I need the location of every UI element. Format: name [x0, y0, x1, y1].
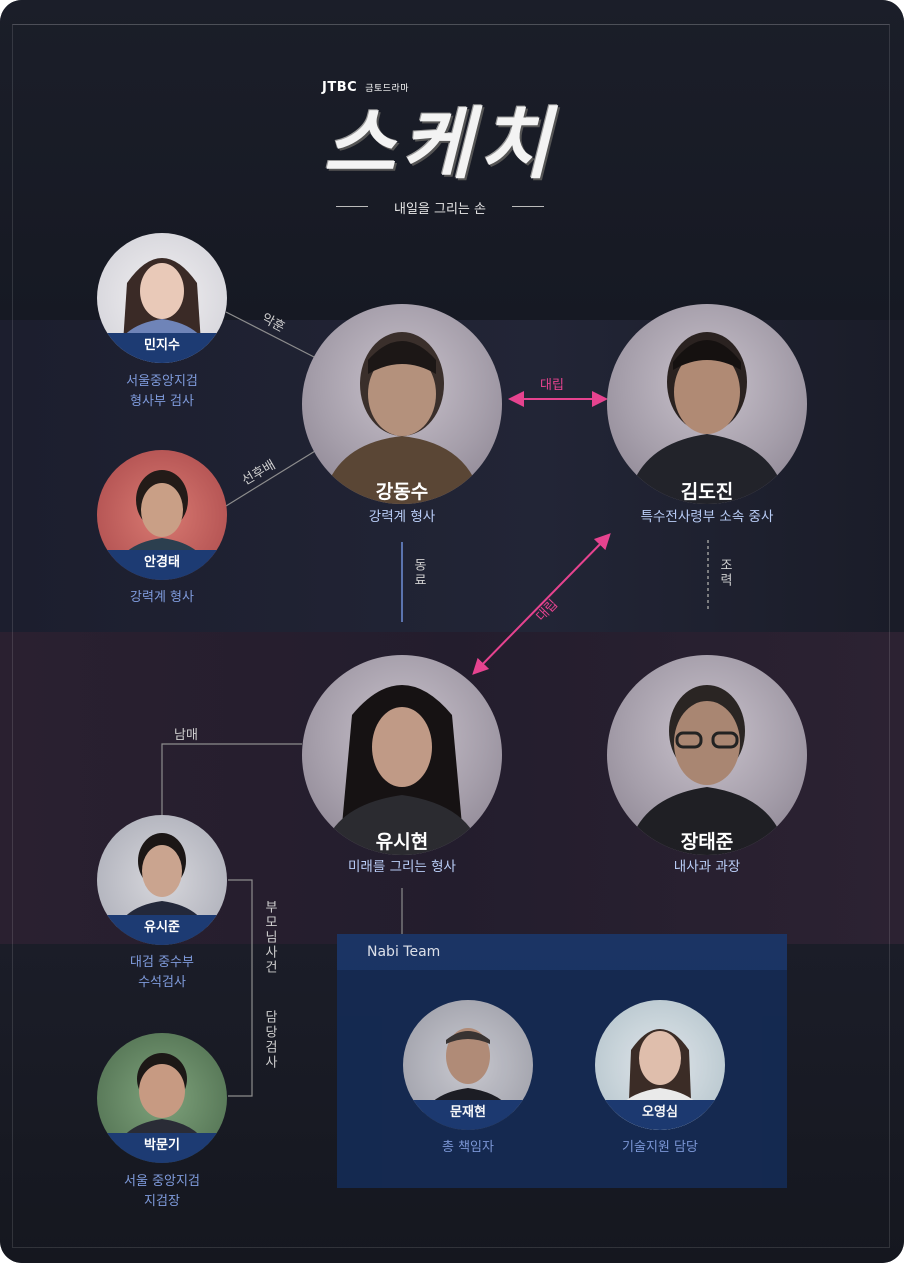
label-siblings: 남매: [174, 728, 198, 743]
line-siblings: [161, 743, 302, 826]
name-park-mungi: 박문기: [97, 1133, 227, 1163]
nabi-team-box: Nabi Team 문재현 총 책임자 오영심 기술지원 담당: [337, 934, 787, 1188]
person-silhouette-icon: [322, 332, 482, 504]
caption-park-mungi: 서울 중앙지검 지검장: [97, 1172, 227, 1212]
portrait-jang-taejun: [607, 655, 807, 855]
caption-min-jisu: 서울중앙지검 형사부 검사: [97, 372, 227, 412]
name-ahn-kyungtae: 안경태: [97, 550, 227, 580]
caption-moon-jaehyun: 총 책임자: [442, 1140, 494, 1155]
caption-min-jisu-line1: 서울중앙지검: [126, 374, 198, 389]
portrait-kim-dojin: [607, 304, 807, 504]
nabi-team-header: [337, 934, 787, 970]
name-kang-dongsu: 강동수: [375, 481, 429, 503]
plate-kang-dongsu: 강동수 강력계 형사: [302, 478, 502, 536]
drama-tagline: 내일을 그리는 손: [330, 198, 550, 217]
arrow-rivalry-diag: [472, 533, 611, 675]
portrait-ahn-kyungtae: 안경태: [97, 450, 227, 580]
caption-oh-youngsim: 기술지원 담당: [622, 1140, 698, 1155]
caption-ahn-kyungtae: 강력계 형사: [97, 588, 227, 608]
role-kang-dongsu: 강력계 형사: [368, 509, 436, 525]
label-rivalry-top: 대립: [540, 378, 564, 393]
network-logo: JTBC 금토드라마: [322, 80, 409, 95]
name-jang-taejun: 장태준: [680, 831, 734, 853]
person-silhouette-icon: [627, 332, 787, 504]
portrait-yoo-sijun: 유시준: [97, 815, 227, 945]
role-yoo-sihyun: 미래를 그리는 형사: [348, 859, 456, 875]
drama-slot: 금토드라마: [365, 84, 410, 94]
caption-park-mungi-line2: 지검장: [144, 1194, 180, 1209]
caption-yoo-sijun-line2: 수석검사: [138, 975, 186, 990]
portrait-oh-youngsim: 오영심: [595, 1000, 725, 1130]
plate-kim-dojin: 김도진 특수전사령부 소속 중사: [604, 478, 810, 536]
portrait-moon-jaehyun: 문재현: [403, 1000, 533, 1130]
label-parents-case: 부모님사건: [262, 900, 277, 975]
name-kim-dojin: 김도진: [680, 481, 734, 503]
label-cooperation: 조력: [717, 558, 732, 588]
caption-yoo-sijun: 대검 중수부 수석검사: [97, 953, 227, 993]
name-yoo-sijun: 유시준: [97, 915, 227, 945]
nabi-team-title: Nabi Team: [367, 944, 441, 960]
line-senior: [225, 447, 321, 507]
line-hug: [225, 311, 317, 359]
label-colleague: 동료: [411, 558, 426, 588]
name-yoo-sihyun: 유시현: [375, 831, 429, 853]
portrait-min-jisu: 민지수: [97, 233, 227, 363]
plate-yoo-sihyun: 유시현 미래를 그리는 형사: [302, 828, 502, 886]
line-parents-case: [228, 879, 253, 1097]
portrait-park-mungi: 박문기: [97, 1033, 227, 1163]
caption-min-jisu-line2: 형사부 검사: [130, 394, 194, 409]
name-moon-jaehyun: 문재현: [403, 1100, 533, 1130]
caption-park-mungi-line1: 서울 중앙지검: [124, 1174, 200, 1189]
role-jang-taejun: 내사과 과장: [673, 859, 741, 875]
name-oh-youngsim: 오영심: [595, 1100, 725, 1130]
caption-ahn-kyungtae-line1: 강력계 형사: [130, 590, 194, 605]
label-prosecutor: 담당검사: [262, 1010, 277, 1070]
portrait-yoo-sihyun: [302, 655, 502, 855]
caption-yoo-sijun-line1: 대검 중수부: [130, 955, 194, 970]
plate-jang-taejun: 장태준 내사과 과장: [607, 828, 807, 886]
role-kim-dojin: 특수전사령부 소속 중사: [640, 509, 774, 525]
portrait-kang-dongsu: [302, 304, 502, 504]
drama-title: 스케치: [323, 99, 557, 190]
name-min-jisu: 민지수: [97, 333, 227, 363]
network-name: JTBC: [322, 80, 358, 95]
person-silhouette-icon: [627, 685, 787, 855]
person-silhouette-icon: [322, 685, 482, 855]
